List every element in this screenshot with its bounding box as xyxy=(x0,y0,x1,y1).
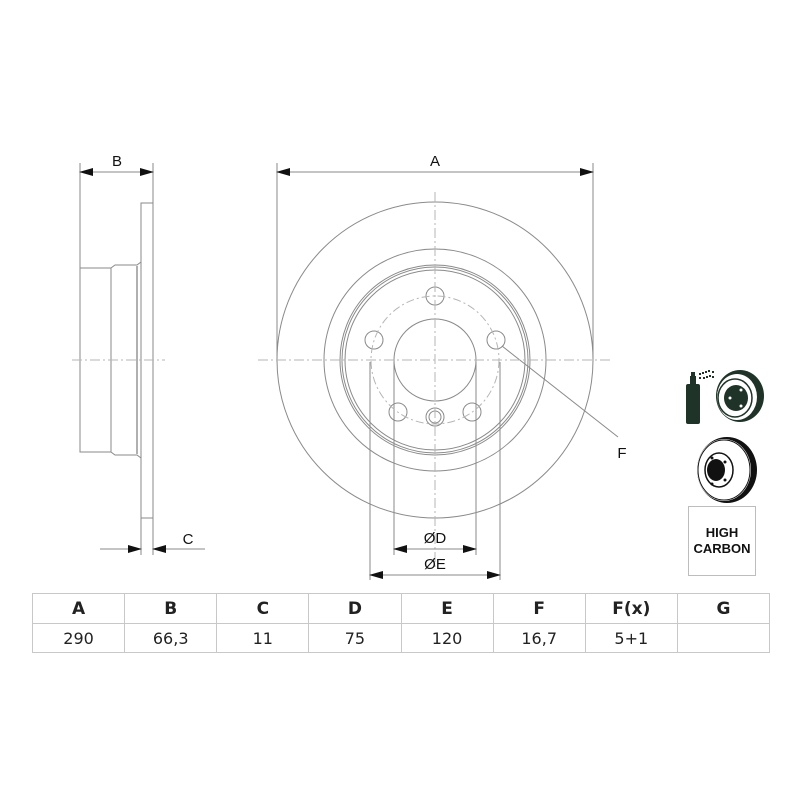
dimension-a: A xyxy=(276,153,594,176)
value-fx: 5+1 xyxy=(584,623,678,653)
value-a: 290 xyxy=(31,623,126,653)
front-view xyxy=(276,163,619,580)
dimension-c: C xyxy=(100,531,205,553)
value-g xyxy=(676,623,771,653)
high-carbon-badge: HIGH CARBON xyxy=(688,506,756,576)
dimension-f-label: F xyxy=(617,445,626,462)
header-d: D xyxy=(308,593,402,624)
coated-disc-spray-icon xyxy=(686,370,764,424)
spec-table-header-row: A B C D E F F(x) G xyxy=(31,593,771,624)
header-b: B xyxy=(124,593,218,624)
dimension-d: ØD xyxy=(393,530,477,553)
header-f: F xyxy=(492,593,586,624)
value-d: 75 xyxy=(308,623,402,653)
value-c: 11 xyxy=(216,623,310,653)
header-a: A xyxy=(31,593,126,624)
disc-with-hub-icon xyxy=(697,437,757,503)
dimension-d-label: ØD xyxy=(424,530,447,547)
side-view xyxy=(79,163,154,555)
value-b: 66,3 xyxy=(124,623,218,653)
dimension-c-label: C xyxy=(183,531,194,548)
header-c: C xyxy=(216,593,310,624)
header-fx: F(x) xyxy=(584,593,678,624)
dimension-a-label: A xyxy=(430,153,440,170)
spec-table: A B C D E F F(x) G 290 66,3 11 75 120 16… xyxy=(31,593,771,653)
dimension-e-label: ØE xyxy=(424,556,446,573)
dimension-b: B xyxy=(79,153,154,176)
dimension-e: ØE xyxy=(369,556,501,579)
dimension-b-label: B xyxy=(112,153,122,170)
value-f: 16,7 xyxy=(492,623,586,653)
badge-line-1: HIGH xyxy=(705,525,739,540)
header-e: E xyxy=(400,593,494,624)
value-e: 120 xyxy=(400,623,494,653)
header-g: G xyxy=(676,593,771,624)
spec-table-value-row: 290 66,3 11 75 120 16,7 5+1 xyxy=(31,623,771,653)
badge-line-2: CARBON xyxy=(693,541,751,556)
